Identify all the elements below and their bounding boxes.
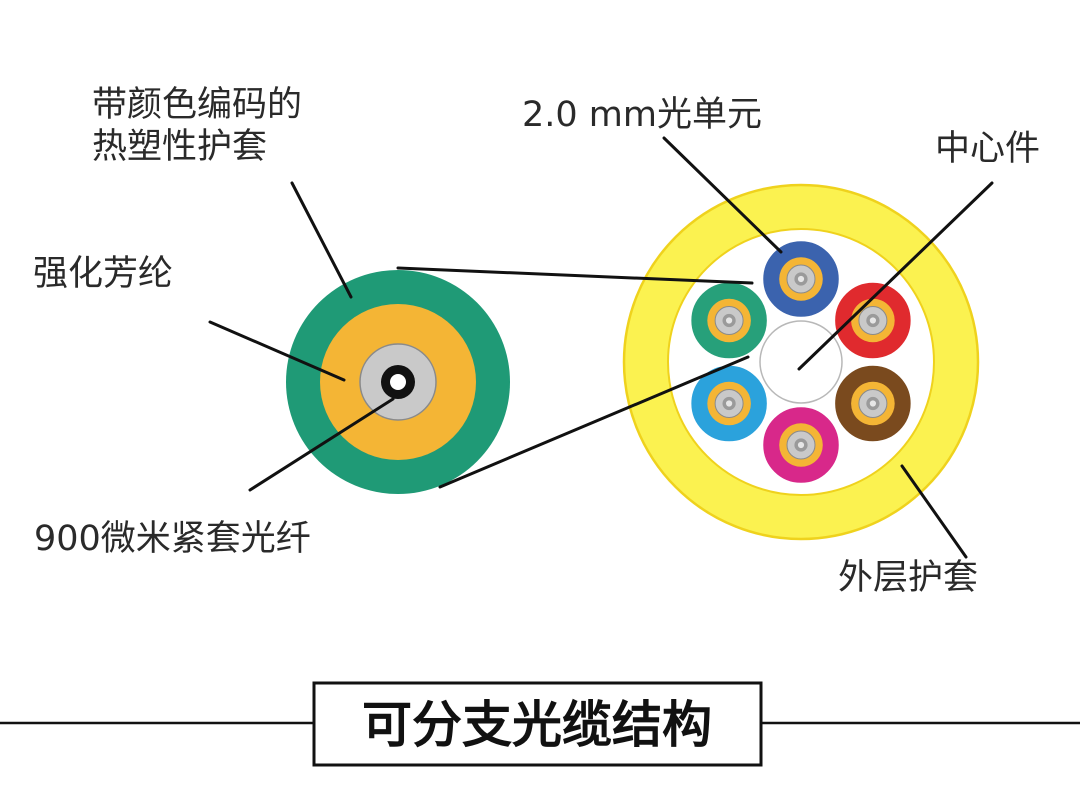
unit-fiber-core <box>726 400 733 407</box>
label-tight-jacket-line1: 带颜色编码的 <box>92 85 302 125</box>
fiber-core <box>390 374 406 390</box>
unit-fiber-core <box>726 317 733 324</box>
diagram-title: 可分支光缆结构 <box>362 696 712 754</box>
leader-outer-jacket <box>900 464 968 559</box>
unit-fiber-core <box>869 400 877 407</box>
breakout-cable-cross-section <box>622 183 980 541</box>
central-member <box>759 320 843 404</box>
projection-line-top <box>396 266 754 285</box>
optical-unit-red <box>832 280 914 361</box>
optical-unit-magenta <box>760 404 842 486</box>
label-center-member: 中心件 <box>935 129 1040 169</box>
projection-line-bottom <box>438 355 750 489</box>
leader-center-member <box>797 181 994 371</box>
single-unit-cross-section <box>286 270 510 494</box>
label-outer-jacket: 外层护套 <box>838 558 978 598</box>
leader-lines <box>208 136 994 559</box>
leader-aramid <box>208 320 346 382</box>
unit-fiber-core <box>869 317 877 324</box>
optical-unit-light-blue <box>688 363 770 444</box>
label-fiber-900: 900微米紧套光纤 <box>34 519 311 559</box>
optical-unit-brown <box>832 363 914 444</box>
optical-unit-green <box>688 280 770 361</box>
title-box <box>312 681 763 767</box>
leader-fiber-900 <box>248 397 395 492</box>
unit-fiber-core <box>797 275 805 283</box>
unit-ring <box>688 238 914 486</box>
optical-unit-blue <box>760 238 842 320</box>
leader-tight-jacket <box>290 181 353 299</box>
label-unit-2mm: 2.0 mm光单元 <box>522 95 762 135</box>
label-tight-jacket-line2: 热塑性护套 <box>92 127 267 167</box>
unit-fiber-core <box>797 441 805 449</box>
label-aramid: 强化芳纶 <box>33 254 173 294</box>
title-bar: 可分支光缆结构 <box>0 681 1080 767</box>
leader-unit-2mm <box>662 136 783 254</box>
